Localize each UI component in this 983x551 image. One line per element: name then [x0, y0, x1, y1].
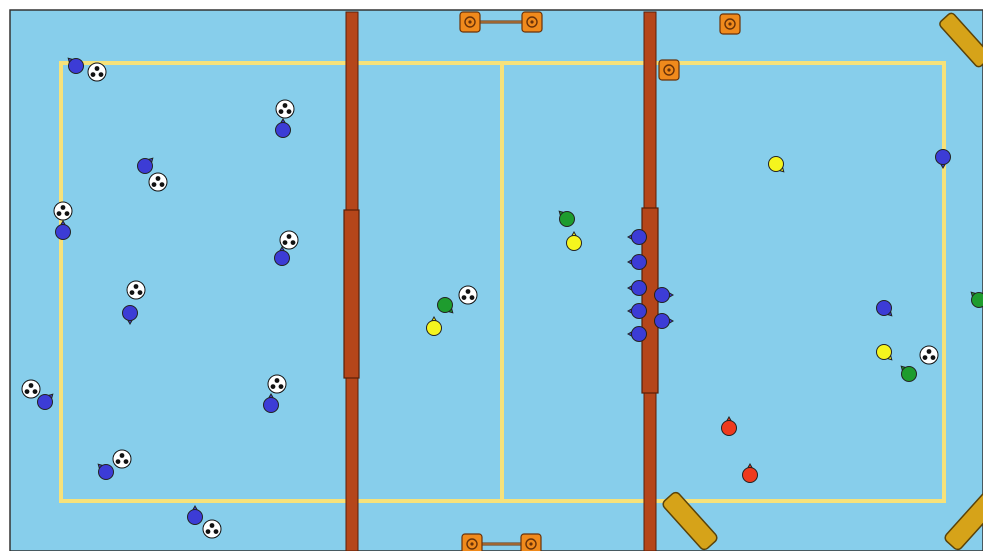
soccer-ball-icon[interactable] — [54, 202, 72, 220]
training-cone-icon — [462, 534, 482, 551]
soccer-ball-icon[interactable] — [22, 380, 40, 398]
soccer-ball-icon[interactable] — [113, 450, 131, 468]
training-cone-icon — [720, 14, 740, 34]
training-cone-icon — [460, 12, 480, 32]
training-cone-icon — [659, 60, 679, 80]
soccer-ball-icon[interactable] — [203, 520, 221, 538]
soccer-ball-icon[interactable] — [276, 100, 294, 118]
wall-left — [344, 12, 359, 551]
soccer-ball-icon[interactable] — [149, 173, 167, 191]
pitch-surface — [10, 10, 983, 551]
soccer-ball-icon[interactable] — [280, 231, 298, 249]
training-cone-icon — [521, 534, 541, 551]
wall-right — [642, 12, 658, 551]
soccer-ball-icon[interactable] — [920, 346, 938, 364]
soccer-ball-icon[interactable] — [459, 286, 477, 304]
training-cone-icon — [522, 12, 542, 32]
soccer-ball-icon[interactable] — [88, 63, 106, 81]
soccer-ball-icon[interactable] — [127, 281, 145, 299]
soccer-ball-icon[interactable] — [268, 375, 286, 393]
